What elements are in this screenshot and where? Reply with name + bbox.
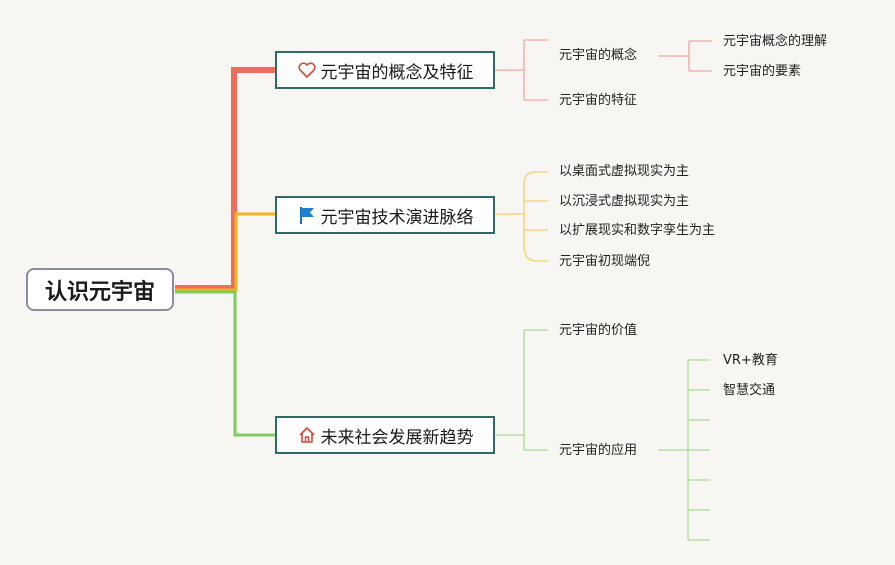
connector-root-branch-3 (175, 290, 275, 437)
subtopic[interactable]: 智慧交通 (723, 383, 776, 398)
subtopic[interactable]: 元宇宙的概念 (559, 48, 638, 63)
topic-future-society[interactable]: 未来社会发展新趋势 (275, 416, 495, 454)
connector-group-branch-3 (494, 329, 710, 541)
topic-label: 未来社会发展新趋势 (320, 427, 474, 448)
subtopic[interactable]: 元宇宙初现端倪 (559, 254, 651, 269)
home-icon (297, 425, 317, 445)
topic-tech-evolution[interactable]: 元宇宙技术演进脉络 (275, 196, 495, 234)
connector-root-branch-1 (175, 67, 275, 291)
connector-group-branch-1 (494, 39, 712, 101)
heart-icon (297, 60, 317, 80)
subtopic[interactable]: 元宇宙的特征 (559, 93, 638, 108)
subtopic[interactable]: VR+教育 (723, 353, 778, 368)
root-topic[interactable]: 认识元宇宙 (26, 268, 174, 311)
topic-label: 元宇宙技术演进脉络 (320, 207, 474, 228)
topic-label: 元宇宙的概念及特征 (320, 62, 474, 83)
subtopic[interactable]: 以沉浸式虚拟现实为主 (559, 194, 690, 209)
subtopic[interactable]: 元宇宙的应用 (559, 443, 638, 458)
root-topic-label: 认识元宇宙 (44, 279, 155, 305)
subtopic[interactable]: 以扩展现实和数字孪生为主 (559, 223, 716, 238)
subtopic[interactable]: 元宇宙概念的理解 (723, 34, 828, 49)
flag-icon (297, 205, 317, 225)
connector-root-branch-2 (175, 212, 275, 292)
topic-concept-features[interactable]: 元宇宙的概念及特征 (275, 51, 495, 89)
subtopic[interactable]: 以桌面式虚拟现实为主 (559, 164, 690, 179)
subtopic[interactable]: 元宇宙的要素 (723, 64, 802, 79)
subtopic[interactable]: 元宇宙的价值 (559, 323, 638, 338)
connector-group-branch-2 (494, 171, 548, 262)
